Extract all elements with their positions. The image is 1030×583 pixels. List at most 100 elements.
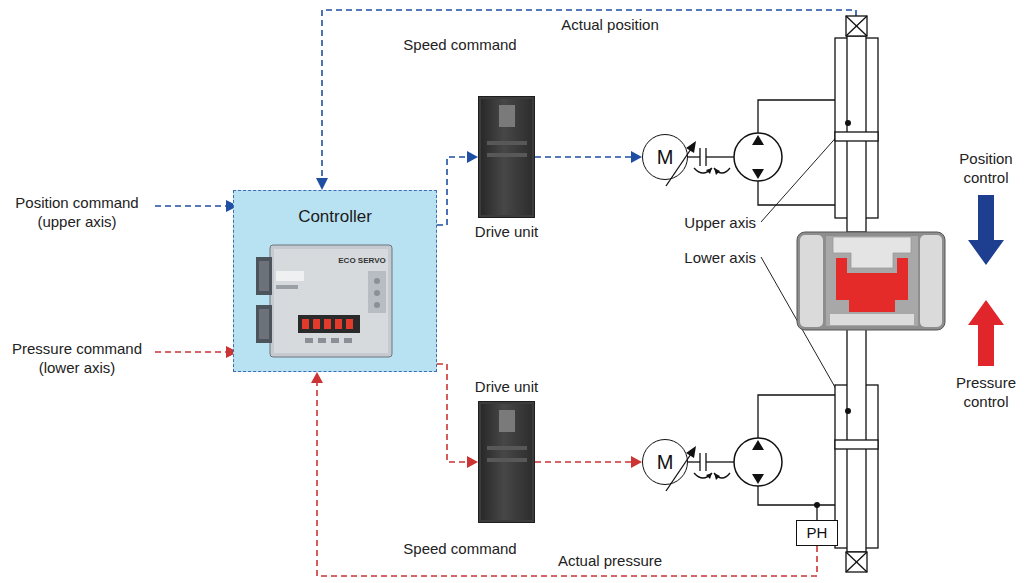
controller-device-part — [344, 338, 352, 343]
node-text: PH — [807, 524, 828, 542]
controller-device-part — [374, 278, 380, 284]
hydraulic-pipe-part — [758, 100, 835, 133]
upper-cylinder-part — [846, 16, 867, 36]
shaft-coupling-part — [699, 148, 700, 166]
arrow-head — [316, 178, 328, 190]
arrow-head — [631, 151, 642, 163]
pressure-control-arrow — [968, 300, 1004, 366]
hydraulic-pump-part — [752, 474, 764, 484]
shaft-coupling-part — [694, 473, 712, 478]
controller-box: Controller — [233, 190, 437, 372]
signal-connector — [311, 372, 817, 576]
rotation-arrowhead-part — [714, 168, 720, 175]
command-label: Pressure command (lower axis) — [2, 340, 152, 378]
node-text: Drive unit — [475, 378, 538, 396]
position-control-arrow — [968, 195, 1004, 265]
controller-device-part — [302, 319, 309, 329]
rotation-arrowhead-part — [706, 168, 712, 174]
hydraulic-pump-part — [734, 133, 782, 181]
upper-cylinder-part — [835, 132, 878, 141]
hydraulic-pipe-part — [758, 486, 835, 505]
signal-label: Actual position — [520, 16, 700, 35]
motor-symbol: M — [642, 134, 688, 180]
shaft-coupling-part — [688, 461, 700, 462]
controller-device-part — [256, 305, 272, 343]
shaft-coupling-part — [694, 168, 712, 173]
shaft-coupling-part — [706, 156, 734, 157]
controller-device-part — [313, 319, 320, 329]
press-die-part — [800, 235, 823, 327]
shaft-coupling-part — [688, 156, 700, 157]
connector-line — [437, 364, 469, 462]
pressure-sensor-box: PH — [796, 520, 838, 546]
controller-device-part — [259, 261, 269, 291]
position-command-arrow — [155, 200, 238, 212]
hydraulic-pump-part — [752, 169, 764, 179]
upper-cylinder-part — [846, 16, 867, 36]
edge-label: Speed command — [380, 540, 540, 559]
hydraulic-pump-part — [734, 438, 782, 486]
motor-letter: M — [657, 145, 674, 169]
controller-device-part — [276, 271, 304, 281]
controller-device-part — [374, 302, 380, 308]
press-die — [797, 232, 945, 330]
lower-cylinder-part — [846, 552, 867, 572]
controller-device-part — [368, 271, 386, 313]
shaft-coupling — [688, 148, 734, 478]
arrow-head — [311, 372, 323, 383]
pressure-command-arrow-part — [155, 351, 227, 353]
upper-cylinder-part — [846, 16, 867, 36]
hydraulic-pipe-part — [758, 181, 835, 205]
command-label: Position command (upper axis) — [2, 194, 152, 232]
motor-letter: M — [657, 450, 674, 474]
signal-connector — [535, 151, 642, 163]
lower-cylinder-part — [846, 552, 867, 572]
drive-unit: Drive unit — [478, 401, 535, 523]
connector-line — [317, 381, 817, 576]
control-label: Pressure control — [950, 374, 1022, 412]
connector-line — [535, 156, 633, 158]
controller-device-part — [318, 338, 326, 343]
lower-cylinder-part — [846, 552, 867, 572]
arrow-head — [631, 456, 642, 468]
hydraulic-pump-part — [752, 135, 764, 145]
hydraulic-pump-part — [752, 440, 764, 450]
controller-device-part — [324, 319, 331, 329]
control-label: Position control — [950, 150, 1022, 188]
arrow-head — [467, 456, 478, 468]
press-die-part — [797, 232, 945, 330]
controller-device-part — [305, 338, 313, 343]
upper-cylinder — [835, 16, 878, 232]
signal-connector — [535, 456, 642, 468]
drive-unit: Drive unit — [478, 96, 535, 218]
rotation-arrowhead-part — [706, 473, 712, 479]
controller-device-part — [335, 319, 342, 329]
edge-label: Speed command — [380, 36, 540, 55]
device-brand: ECO SERVO — [333, 257, 391, 265]
connector-line — [437, 157, 469, 225]
axis-label: Lower axis — [640, 249, 756, 268]
motor-symbol: M — [642, 439, 688, 485]
rotation-arrowhead-part — [714, 473, 720, 480]
node-text: Controller — [234, 207, 436, 227]
hydraulic-pipe-part — [758, 395, 835, 438]
variable-motor-arrow-part — [686, 446, 696, 458]
signal-connector — [437, 151, 478, 225]
pressure-command-arrow — [155, 346, 238, 358]
press-die-part — [836, 258, 908, 312]
arrow-head — [467, 151, 478, 163]
position-command-arrow-part — [155, 205, 227, 207]
controller-device-part — [298, 315, 360, 333]
pipe-junction — [814, 502, 820, 508]
axis-dot-part — [845, 408, 851, 414]
node-text: Drive unit — [475, 223, 538, 241]
press-die-part — [920, 235, 942, 327]
variable-motor-arrow-part — [686, 141, 696, 153]
controller-device-part — [331, 338, 339, 343]
signal-connector — [437, 364, 478, 468]
lower-cylinder-part — [835, 440, 878, 449]
axis-label: Upper axis — [640, 214, 756, 233]
axis-dot-part — [845, 120, 851, 126]
edge-label: Actual pressure — [520, 552, 700, 571]
